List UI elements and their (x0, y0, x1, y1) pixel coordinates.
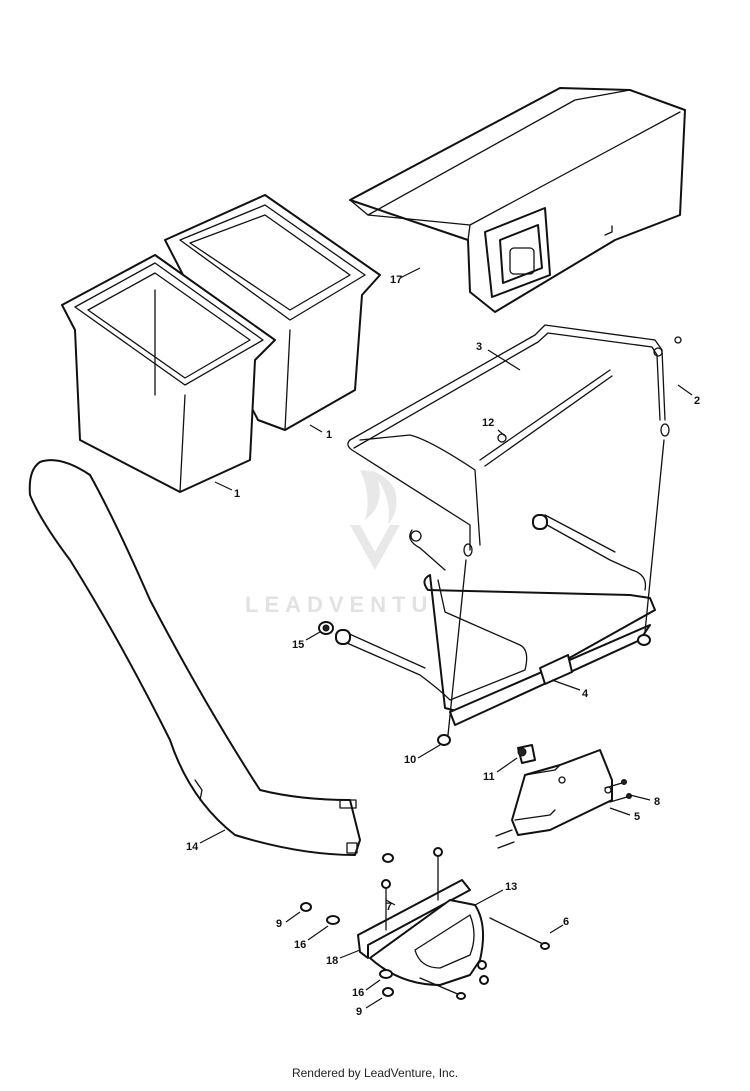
callout-labels: 17 3 2 12 1 1 15 4 10 11 8 5 14 13 7 6 9… (186, 274, 700, 1018)
callout-14: 14 (186, 841, 199, 853)
callout-4: 4 (582, 688, 589, 700)
part-5-bracket (511, 749, 613, 836)
callout-9-lower: 9 (356, 1006, 362, 1018)
hardware-bolts (300, 847, 550, 1000)
callout-17: 17 (390, 274, 402, 286)
callout-3: 3 (476, 341, 482, 353)
footer-credit: Rendered by LeadVenture, Inc. (291, 1066, 459, 1080)
part-1-front-bag (61, 254, 276, 493)
callout-leaders (199, 267, 693, 1009)
callout-15: 15 (292, 639, 304, 651)
part-10-nuts (437, 634, 651, 746)
part-11-knob (517, 744, 536, 764)
part-3-bag-frame (347, 324, 682, 557)
callout-1-front: 1 (234, 488, 240, 500)
callout-8: 8 (654, 796, 660, 808)
part-17-chute-cover (349, 87, 686, 313)
callout-2: 2 (694, 395, 700, 407)
callout-18: 18 (326, 955, 338, 967)
callout-10: 10 (404, 754, 416, 766)
callout-6: 6 (563, 916, 569, 928)
part-1-rear-bag (164, 194, 381, 431)
part-18-mount-plate (357, 879, 471, 959)
part-15-knob (318, 621, 334, 635)
callout-9-upper: 9 (276, 918, 282, 930)
callout-5: 5 (634, 811, 640, 823)
callout-16-lower: 16 (352, 987, 364, 999)
callout-11: 11 (483, 771, 495, 783)
part-14-discharge-hose (28, 459, 361, 856)
hanger-rods (447, 439, 665, 736)
callout-13: 13 (505, 881, 517, 893)
callout-16-upper: 16 (294, 939, 306, 951)
callout-12: 12 (482, 417, 494, 429)
callout-7: 7 (386, 901, 392, 913)
part-4-lower-frame (335, 514, 656, 726)
callout-1-rear: 1 (326, 429, 332, 441)
